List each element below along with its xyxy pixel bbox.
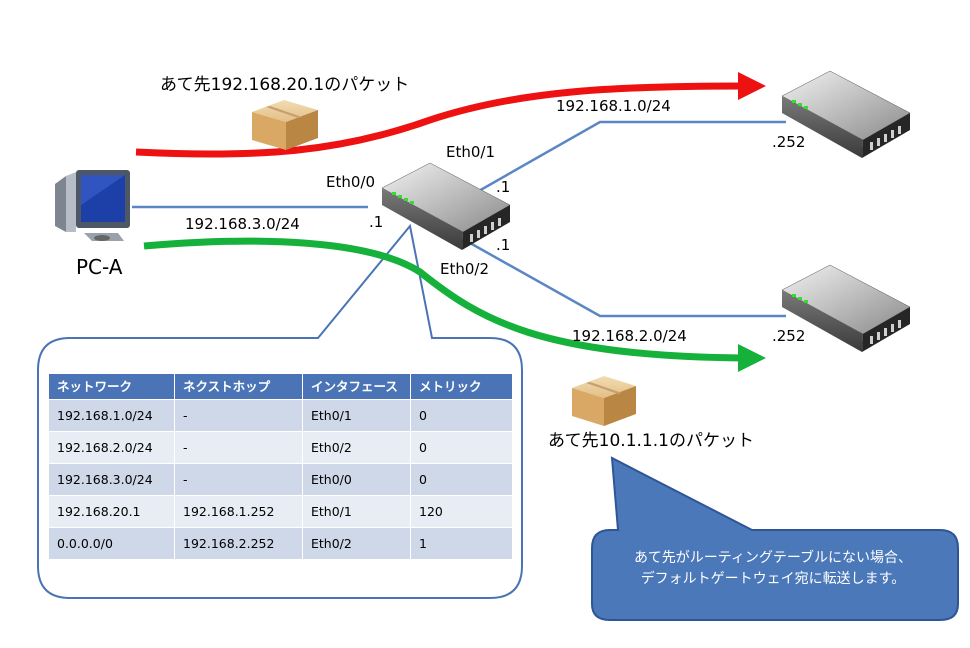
- table-row: 192.168.2.0/24 - Eth0/2 0: [48, 431, 513, 464]
- header-next-hop: ネクストホップ: [174, 373, 303, 400]
- cell-next-hop: 192.168.2.252: [174, 527, 303, 560]
- table-row: 0.0.0.0/0 192.168.2.252 Eth0/2 1: [48, 527, 513, 560]
- cell-metric: 1: [410, 527, 513, 560]
- cell-interface: Eth0/0: [302, 463, 411, 496]
- network-label-2: 192.168.2.0/24: [572, 327, 687, 345]
- interface-label-eth0-1: Eth0/1: [446, 143, 496, 161]
- cell-metric: 0: [410, 463, 513, 496]
- link-router-top: [469, 120, 786, 198]
- packet-label-bottom: あて先10.1.1.1のパケット: [548, 431, 754, 451]
- table-row: 192.168.3.0/24 - Eth0/0 0: [48, 463, 513, 496]
- interface-label-eth0-0: Eth0/0: [326, 173, 376, 191]
- packet-box-icon-bottom: [572, 376, 636, 426]
- central-router-icon: [381, 162, 511, 250]
- header-network: ネットワーク: [48, 373, 175, 400]
- cell-metric: 0: [410, 431, 513, 464]
- cell-interface: Eth0/1: [302, 495, 411, 528]
- cell-next-hop: 192.168.1.252: [174, 495, 303, 528]
- red-packet-arrow: [135, 82, 746, 158]
- pc-icon: [55, 170, 130, 241]
- interface-label-eth0-2: Eth0/2: [440, 260, 490, 278]
- cell-network: 192.168.20.1: [48, 495, 175, 528]
- callout-text: あて先がルーティングテーブルにない場合、 デフォルトゲートウェイ宛に転送します。: [596, 548, 950, 590]
- cell-interface: Eth0/2: [302, 527, 411, 560]
- network-links: [132, 120, 786, 318]
- host-id-router-top-right: .252: [772, 133, 806, 151]
- cell-network: 0.0.0.0/0: [48, 527, 175, 560]
- cell-network: 192.168.1.0/24: [48, 399, 175, 432]
- red-arrowhead: [738, 72, 766, 100]
- table-row: 192.168.1.0/24 - Eth0/1 0: [48, 399, 513, 432]
- cell-next-hop: -: [174, 431, 303, 464]
- pc-label: PC-A: [76, 255, 123, 279]
- host-id-eth0-1: .1: [496, 178, 511, 196]
- default-gateway-callout: [591, 456, 959, 621]
- router-bottom-right-icon: [781, 264, 911, 352]
- network-label-3: 192.168.3.0/24: [185, 215, 300, 233]
- header-interface: インタフェース: [302, 373, 411, 400]
- green-packet-arrow: [143, 237, 745, 362]
- host-id-router-bottom-right: .252: [772, 327, 806, 345]
- cell-metric: 120: [410, 495, 513, 528]
- cell-interface: Eth0/2: [302, 431, 411, 464]
- callout-line-2: デフォルトゲートウェイ宛に転送します。: [640, 571, 906, 587]
- green-arrowhead: [738, 344, 766, 372]
- cell-next-hop: -: [174, 399, 303, 432]
- header-metric: メトリック: [410, 373, 513, 400]
- cell-metric: 0: [410, 399, 513, 432]
- cell-interface: Eth0/1: [302, 399, 411, 432]
- cell-network: 192.168.2.0/24: [48, 431, 175, 464]
- routing-table-header-row: ネットワーク ネクストホップ インタフェース メトリック: [48, 373, 513, 400]
- callout-line-1: あて先がルーティングテーブルにない場合、: [633, 550, 913, 566]
- router-top-right-icon: [781, 70, 911, 158]
- packet-label-top: あて先192.168.20.1のパケット: [160, 75, 410, 95]
- cell-next-hop: -: [174, 463, 303, 496]
- routing-table: ネットワーク ネクストホップ インタフェース メトリック 192.168.1.0…: [48, 373, 513, 560]
- table-row: 192.168.20.1 192.168.1.252 Eth0/1 120: [48, 495, 513, 528]
- network-label-1: 192.168.1.0/24: [556, 97, 671, 115]
- packet-box-icon-top: [252, 100, 318, 150]
- link-router-bottom: [469, 241, 786, 318]
- host-id-eth0-0: .1: [369, 213, 384, 231]
- host-id-eth0-2: .1: [496, 236, 511, 254]
- cell-network: 192.168.3.0/24: [48, 463, 175, 496]
